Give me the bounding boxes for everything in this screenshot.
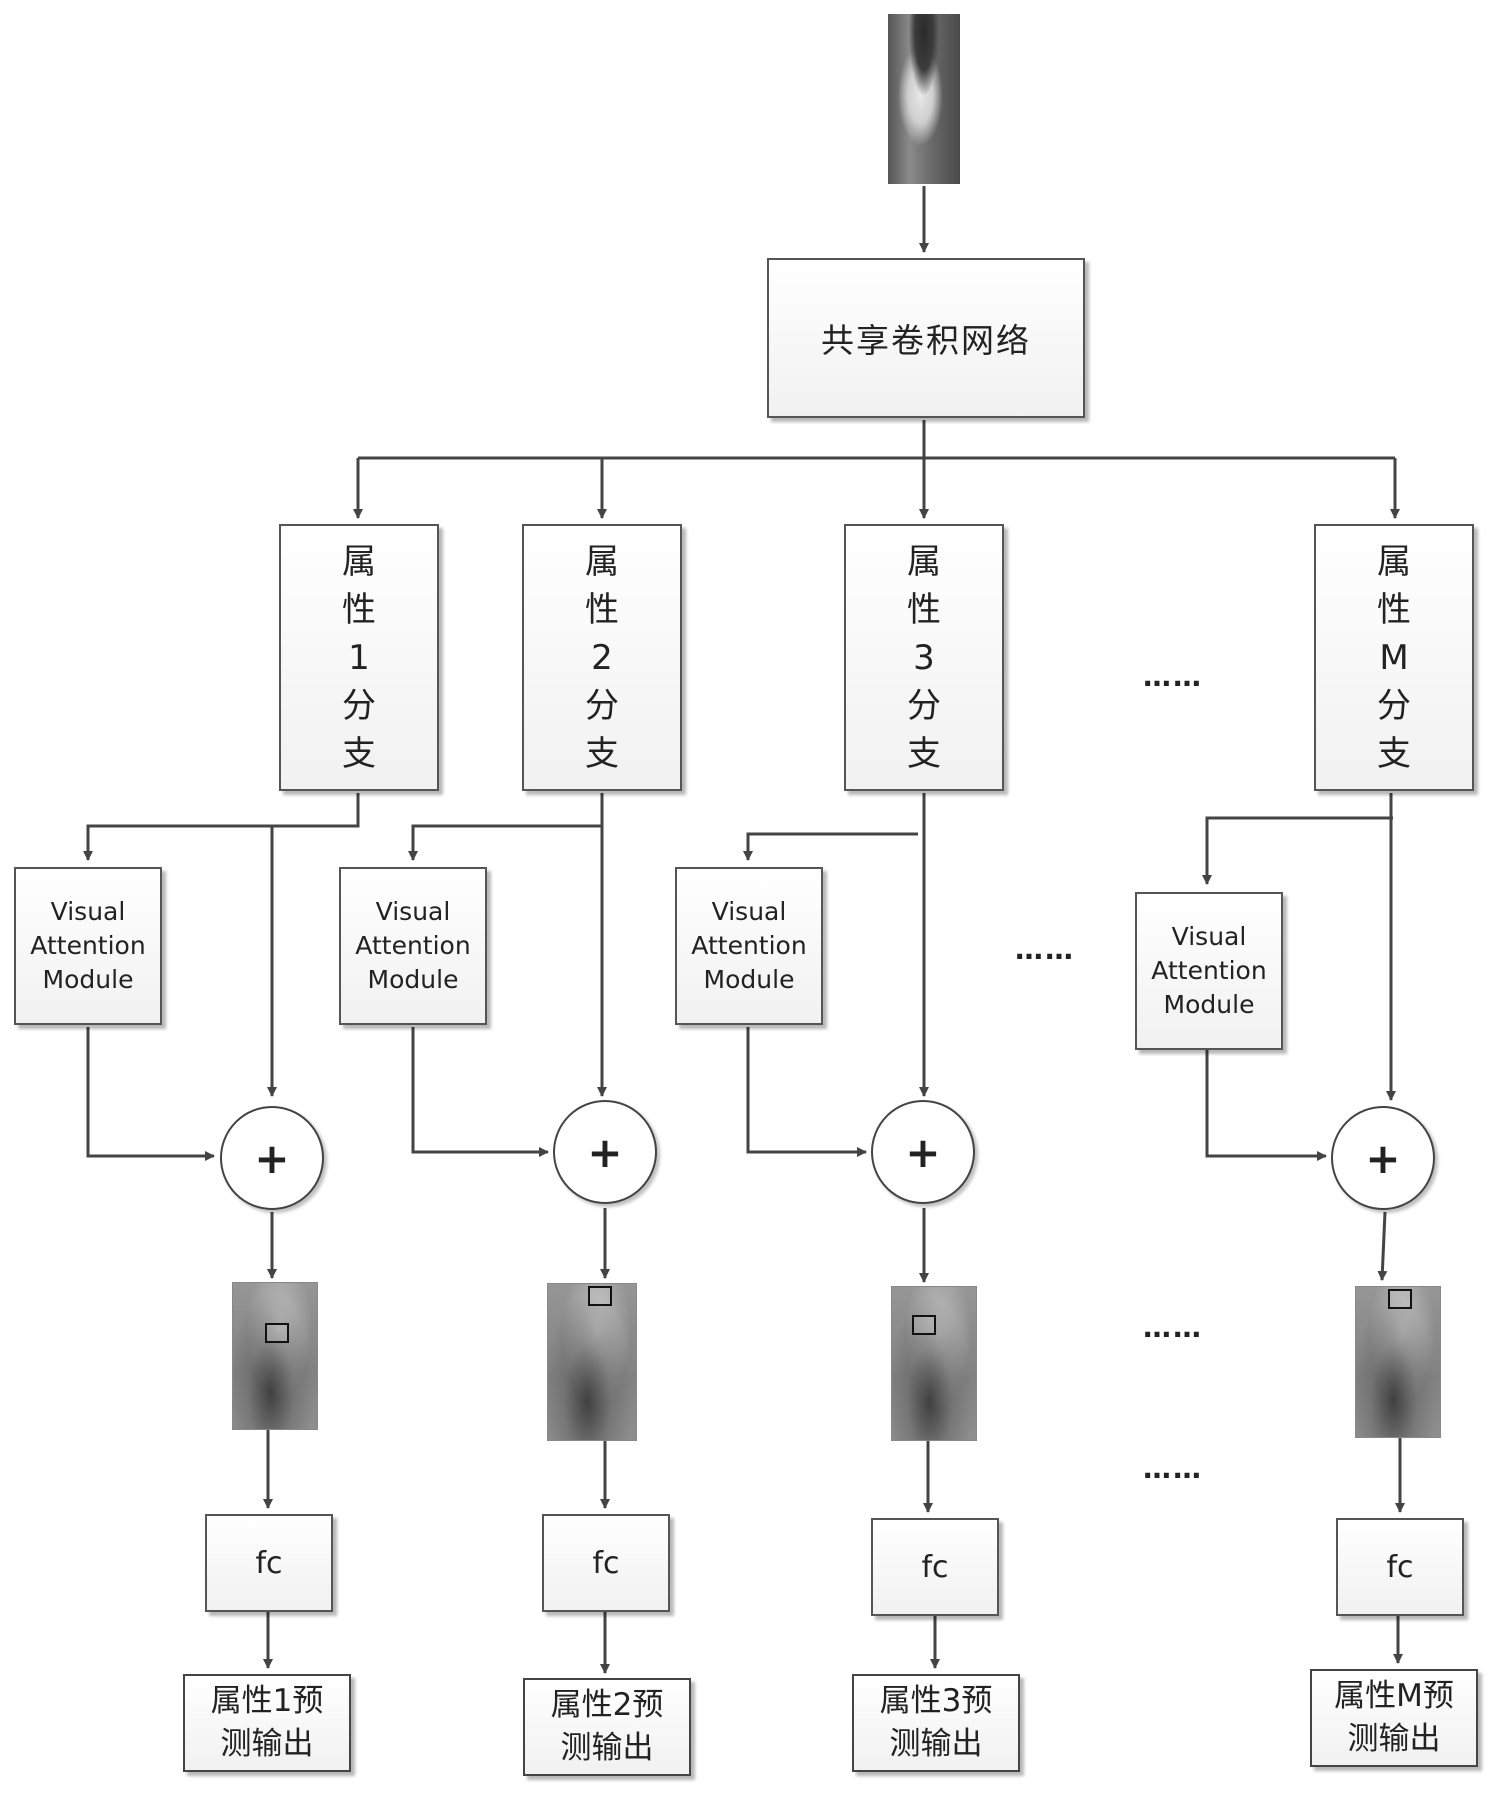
vam-3-line: Attention	[691, 931, 807, 960]
branch-3-char: 3	[913, 637, 935, 678]
branch-1-char: 分	[342, 685, 376, 726]
vam-1-line: Module	[42, 965, 134, 994]
vam-2-line: Module	[367, 965, 459, 994]
vam-m-line: Attention	[1151, 956, 1267, 985]
fc-1-label: fc	[255, 1545, 283, 1581]
input-pedestrian-image	[888, 14, 960, 184]
plus-node-m: +	[1331, 1106, 1435, 1210]
output-3-line: 属性3预	[879, 1683, 993, 1719]
roi-box	[1388, 1289, 1412, 1309]
branch-m-char: 属	[1377, 541, 1411, 582]
attention-heatmap-m	[1355, 1286, 1441, 1438]
branch-2-char: 支	[585, 733, 619, 774]
branch-3-char: 属	[907, 541, 941, 582]
attribute-branch-1: 属 性 1 分 支	[279, 524, 439, 791]
fc-3-label: fc	[921, 1549, 949, 1585]
roi-box	[588, 1286, 612, 1306]
branch-1-char: 属	[342, 541, 376, 582]
plus-node-2: +	[553, 1100, 657, 1204]
output-m-line: 属性M预	[1334, 1678, 1454, 1714]
branch-m-char: 分	[1377, 685, 1411, 726]
vam-2-line: Attention	[355, 931, 471, 960]
vam-1-line: Visual	[50, 897, 126, 926]
ellipsis-heatmaps: ……	[1143, 1311, 1203, 1344]
attribute-3-output: 属性3预 测输出	[852, 1674, 1020, 1772]
vam-1-line: Attention	[30, 931, 146, 960]
visual-attention-module-m: Visual Attention Module	[1135, 892, 1283, 1050]
fc-layer-m: fc	[1336, 1518, 1464, 1616]
roi-box	[265, 1323, 289, 1343]
fc-m-label: fc	[1386, 1549, 1414, 1585]
branch-3-char: 性	[907, 589, 941, 630]
fc-layer-3: fc	[871, 1518, 999, 1616]
branch-1-char: 性	[342, 589, 376, 630]
vam-2-line: Visual	[375, 897, 451, 926]
output-m-line: 测输出	[1347, 1721, 1441, 1757]
output-2-line: 属性2预	[550, 1687, 664, 1723]
attention-heatmap-1	[232, 1282, 318, 1430]
fc-layer-1: fc	[205, 1514, 333, 1612]
ellipsis-fc: ……	[1143, 1452, 1203, 1485]
attribute-2-output: 属性2预 测输出	[523, 1678, 691, 1776]
branch-2-char: 性	[585, 589, 619, 630]
vam-3-line: Visual	[711, 897, 787, 926]
branch-1-char: 支	[342, 733, 376, 774]
branch-2-char: 分	[585, 685, 619, 726]
vam-m-line: Module	[1163, 990, 1255, 1019]
attribute-branch-3: 属 性 3 分 支	[844, 524, 1004, 791]
roi-box	[912, 1315, 936, 1335]
plus-node-3: +	[871, 1100, 975, 1204]
ellipsis-branches: ……	[1143, 660, 1203, 693]
attention-heatmap-2	[547, 1283, 637, 1441]
visual-attention-module-1: Visual Attention Module	[14, 867, 162, 1025]
branch-1-char: 1	[348, 637, 370, 678]
attribute-1-output: 属性1预 测输出	[183, 1674, 351, 1772]
output-1-line: 测输出	[220, 1726, 314, 1762]
visual-attention-module-2: Visual Attention Module	[339, 867, 487, 1025]
shared-conv-network-label: 共享卷积网络	[821, 321, 1031, 360]
branch-3-char: 支	[907, 733, 941, 774]
shared-conv-network-box: 共享卷积网络	[767, 258, 1085, 418]
attribute-branch-2: 属 性 2 分 支	[522, 524, 682, 791]
branch-m-char: 支	[1377, 733, 1411, 774]
branch-2-char: 属	[585, 541, 619, 582]
plus-node-1: +	[220, 1106, 324, 1210]
vam-m-line: Visual	[1171, 922, 1247, 951]
attribute-branch-m: 属 性 M 分 支	[1314, 524, 1474, 791]
branch-2-char: 2	[591, 637, 613, 678]
attribute-m-output: 属性M预 测输出	[1310, 1669, 1478, 1767]
branch-3-char: 分	[907, 685, 941, 726]
output-1-line: 属性1预	[210, 1683, 324, 1719]
vam-3-line: Module	[703, 965, 795, 994]
branch-m-char: 性	[1377, 589, 1411, 630]
output-2-line: 测输出	[560, 1730, 654, 1766]
visual-attention-module-3: Visual Attention Module	[675, 867, 823, 1025]
ellipsis-modules: ……	[1015, 933, 1075, 966]
attention-heatmap-3	[891, 1286, 977, 1441]
fc-2-label: fc	[592, 1545, 620, 1581]
branch-m-char: M	[1379, 637, 1409, 678]
fc-layer-2: fc	[542, 1514, 670, 1612]
output-3-line: 测输出	[889, 1726, 983, 1762]
